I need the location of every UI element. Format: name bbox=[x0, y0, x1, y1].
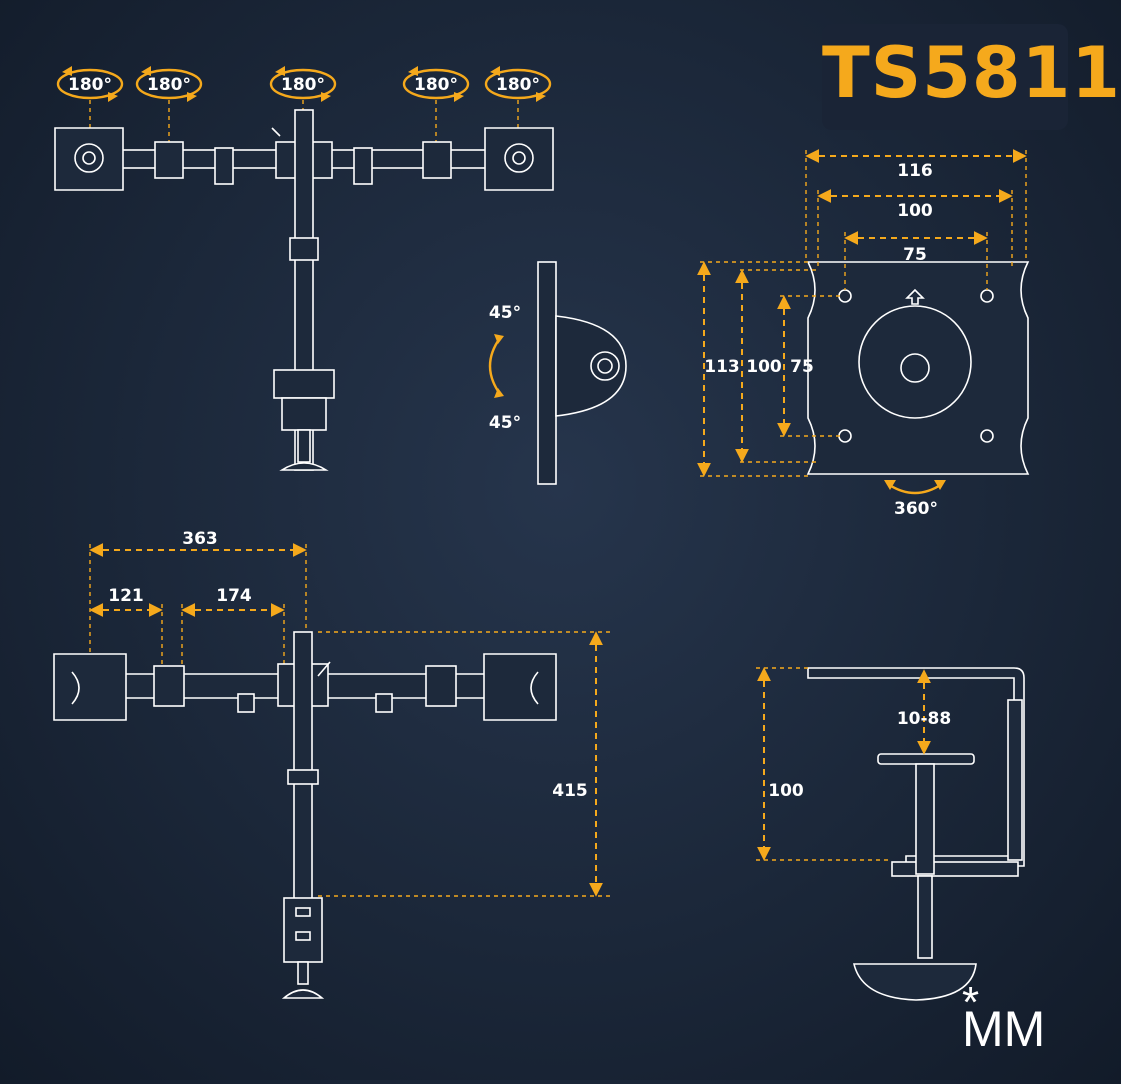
desk-thickness-label: 10-88 bbox=[897, 709, 951, 729]
pole-height-label: 415 bbox=[552, 781, 588, 801]
vesa-height-inner: 75 bbox=[790, 357, 814, 377]
unit-label: MM bbox=[962, 1001, 1046, 1057]
vesa-plate-view: 116 100 75 113 100 75 360° bbox=[697, 149, 1030, 519]
swivel-indicator-5: 180° bbox=[484, 66, 552, 102]
vesa-width-outer: 116 bbox=[897, 161, 933, 181]
tilt-down-label: 45° bbox=[489, 413, 521, 433]
arm-reach-label: 363 bbox=[182, 529, 218, 549]
swivel-indicator-2: 180° bbox=[135, 66, 203, 102]
swivel-label-5: 180° bbox=[496, 75, 540, 95]
swivel-indicator-1: 180° bbox=[56, 66, 124, 102]
model-badge: TS5811 bbox=[822, 24, 1121, 130]
unit-asterisk: * bbox=[962, 978, 980, 1027]
tilt-side-view: 45° 45° bbox=[489, 261, 627, 485]
vesa-height-outer: 113 bbox=[704, 357, 740, 377]
arm-segment-inner-label: 174 bbox=[216, 586, 252, 606]
plate-rotation-label: 360° bbox=[894, 499, 938, 519]
swivel-label-3: 180° bbox=[281, 75, 325, 95]
vesa-width-mid: 100 bbox=[897, 201, 933, 221]
clamp-side-view: 100 10-88 bbox=[756, 667, 1025, 1001]
spec-diagram: 180° 180° 180° 180° 180° bbox=[53, 24, 1121, 1057]
clamp-depth-label: 100 bbox=[768, 781, 804, 801]
swivel-label-2: 180° bbox=[147, 75, 191, 95]
swivel-indicator-3: 180° bbox=[269, 66, 337, 102]
technical-drawing: 180° 180° 180° 180° 180° bbox=[53, 66, 1030, 1001]
model-number: TS5811 bbox=[822, 32, 1121, 114]
vesa-height-mid: 100 bbox=[746, 357, 782, 377]
vesa-width-inner: 75 bbox=[903, 245, 927, 265]
arm-segment-outer-label: 121 bbox=[108, 586, 144, 606]
top-view-arm: 180° 180° 180° 180° 180° bbox=[54, 66, 554, 471]
front-view-arm: 363 121 174 415 bbox=[53, 529, 610, 999]
swivel-label-4: 180° bbox=[414, 75, 458, 95]
tilt-up-label: 45° bbox=[489, 303, 521, 323]
swivel-indicator-4: 180° bbox=[402, 66, 470, 102]
swivel-label-1: 180° bbox=[68, 75, 112, 95]
